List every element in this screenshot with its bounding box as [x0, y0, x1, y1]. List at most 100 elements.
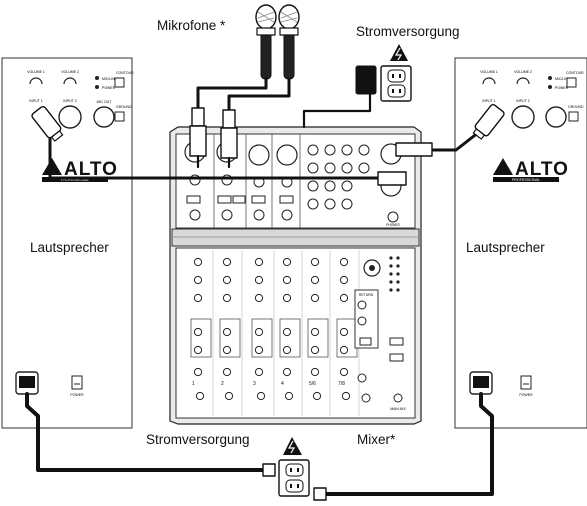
speaker-right-volume2-knob[interactable]	[516, 77, 530, 85]
mixer-out-jack-n[interactable]	[341, 198, 353, 210]
channel-3-knob-4[interactable]	[254, 327, 264, 337]
mixer-label: Mixer*	[357, 432, 396, 447]
mixer-out-jack-l[interactable]	[307, 198, 319, 210]
channel-6-knob-5[interactable]	[339, 345, 349, 355]
channel-4-knob-4[interactable]	[282, 327, 292, 337]
mixer-main-mix-knob[interactable]	[393, 393, 403, 403]
channel-1-knob-1[interactable]	[193, 257, 203, 267]
mixer-out-jack-f[interactable]	[324, 162, 336, 174]
speaker-right-volume1-knob[interactable]	[482, 77, 496, 85]
mixer-out-jack-a[interactable]	[307, 144, 319, 156]
channel-4-knob-1[interactable]	[282, 257, 292, 267]
mixer-return-knob-1[interactable]	[357, 300, 367, 310]
mixer-out-jack-e[interactable]	[307, 162, 319, 174]
channel-2-knob-6[interactable]	[222, 367, 232, 377]
power-adapter	[355, 65, 377, 95]
channel-4-knob-6[interactable]	[282, 367, 292, 377]
channel-2-level-knob[interactable]	[224, 391, 234, 401]
mixer-insert-jack-4[interactable]	[281, 209, 293, 221]
mixer-xlr-jack-4[interactable]	[276, 144, 298, 166]
channel-4-knob-5[interactable]	[282, 345, 292, 355]
mixer-out-jack-h[interactable]	[358, 162, 370, 174]
mixer-out-jack-i[interactable]	[307, 180, 319, 192]
channel-3-knob-1[interactable]	[254, 257, 264, 267]
channel-2-knob-1[interactable]	[222, 257, 232, 267]
mixer-out-jack-m[interactable]	[324, 198, 336, 210]
channel-1-level-knob[interactable]	[195, 391, 205, 401]
mixer-phones-switch[interactable]	[389, 353, 404, 362]
speaker-left-ground-switch[interactable]	[114, 111, 125, 122]
channel-5-knob-5[interactable]	[310, 345, 320, 355]
speaker-left-brand-sub: PROFESSIONAL	[61, 178, 89, 182]
speaker-left-thru-jack[interactable]	[93, 106, 115, 128]
speaker-right-power-switch[interactable]	[520, 375, 532, 390]
mixer-insert-switch-2[interactable]	[217, 195, 232, 204]
speaker-right-label: Lautsprecher	[466, 240, 545, 255]
channel-2-knob-3[interactable]	[222, 293, 232, 303]
channel-6-knob-4[interactable]	[339, 327, 349, 337]
channel-5-knob-6[interactable]	[310, 367, 320, 377]
speaker-right-input2-jack[interactable]	[511, 105, 535, 129]
mixer-insert-jack-2[interactable]	[221, 209, 233, 221]
channel-2-knob-5[interactable]	[222, 345, 232, 355]
mixer-insert-jack-1[interactable]	[189, 209, 201, 221]
channel-2-knob-2[interactable]	[222, 275, 232, 285]
channel-4-level-knob[interactable]	[284, 391, 294, 401]
channel-3-level-knob[interactable]	[256, 391, 266, 401]
mixer-out-jack-j[interactable]	[324, 180, 336, 192]
channel-4-knob-2[interactable]	[282, 275, 292, 285]
mixer-out-jack-b[interactable]	[324, 144, 336, 156]
mixer-insert-switch-4[interactable]	[279, 195, 294, 204]
mixer-return-knob-2[interactable]	[357, 316, 367, 326]
mixer-out-jack-c[interactable]	[341, 144, 353, 156]
channel-6-number: 7/8	[338, 381, 345, 387]
speaker-left-contour-switch[interactable]	[114, 77, 125, 88]
speaker-right-power-led-label: POWER	[555, 86, 569, 90]
channel-1-knob-2[interactable]	[193, 275, 203, 285]
channel-3-knob-3[interactable]	[254, 293, 264, 303]
channel-6-knob-3[interactable]	[339, 293, 349, 303]
channel-1-knob-3[interactable]	[193, 293, 203, 303]
channel-5-knob-3[interactable]	[310, 293, 320, 303]
channel-6-level-knob[interactable]	[341, 391, 351, 401]
channel-6-knob-1[interactable]	[339, 257, 349, 267]
speaker-left-power-switch[interactable]	[71, 375, 83, 390]
mixer-return-switch[interactable]	[359, 337, 372, 346]
mixer-usb-switch[interactable]	[389, 337, 404, 346]
channel-3-knob-6[interactable]	[254, 367, 264, 377]
mixer-insert-switch-1[interactable]	[186, 195, 201, 204]
mic2-xlr-body	[220, 127, 238, 159]
mixer-insert-switch-3[interactable]	[251, 195, 266, 204]
speaker-right-thru-jack[interactable]	[545, 106, 567, 128]
channel-6-knob-2[interactable]	[339, 275, 349, 285]
mixer-out-jack-k[interactable]	[341, 180, 353, 192]
mixer-insert-switch-2b[interactable]	[232, 195, 246, 204]
mixer-xlr-jack-3[interactable]	[248, 144, 270, 166]
channel-5-knob-4[interactable]	[310, 327, 320, 337]
channel-6-knob-6[interactable]	[339, 367, 349, 377]
channel-1-knob-4[interactable]	[193, 327, 203, 337]
channel-5-knob-1[interactable]	[310, 257, 320, 267]
mixer-phones-control-knob[interactable]	[361, 393, 371, 403]
channel-2-knob-4[interactable]	[222, 327, 232, 337]
channel-4-knob-3[interactable]	[282, 293, 292, 303]
mixer-out-jack-d[interactable]	[358, 144, 370, 156]
mixer-meter-led-3	[389, 264, 393, 268]
channel-1-knob-5[interactable]	[193, 345, 203, 355]
channel-3-knob-2[interactable]	[254, 275, 264, 285]
channel-1-knob-6[interactable]	[193, 367, 203, 377]
speaker-left-volume1-knob[interactable]	[29, 77, 43, 85]
channel-5-knob-2[interactable]	[310, 275, 320, 285]
channel-3-knob-5[interactable]	[254, 345, 264, 355]
mixer-out-jack-g[interactable]	[341, 162, 353, 174]
speaker-left-volume2-knob[interactable]	[63, 77, 77, 85]
mixer-phones-level-knob[interactable]	[357, 373, 367, 383]
speaker-left-input2-jack[interactable]	[58, 105, 82, 129]
speaker-right-contour-switch[interactable]	[566, 77, 577, 88]
speaker-right-ground-switch[interactable]	[568, 111, 579, 122]
mixer-phones-jack[interactable]	[387, 211, 399, 223]
channel-5-level-knob[interactable]	[312, 391, 322, 401]
power-top-label: Stromversorgung	[356, 24, 460, 39]
mixer-insert-jack-3[interactable]	[253, 209, 265, 221]
